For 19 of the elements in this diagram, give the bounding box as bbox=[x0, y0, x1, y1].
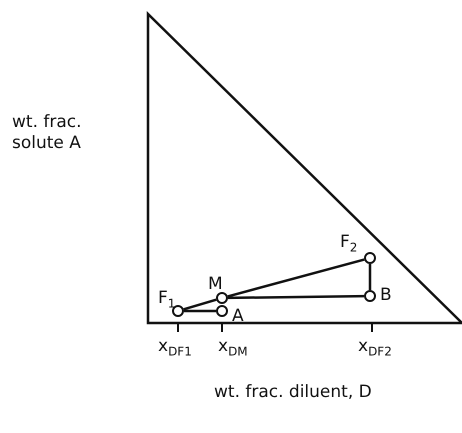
point-label: F$_{2}$ bbox=[340, 234, 358, 254]
tie-line bbox=[227, 258, 365, 298]
point-label: M bbox=[208, 276, 223, 293]
tick-label: x$_{DM}$ bbox=[218, 338, 248, 358]
tie-line bbox=[368, 264, 372, 290]
point-label: A bbox=[232, 308, 244, 325]
tie-line bbox=[228, 294, 364, 300]
point-marker bbox=[172, 305, 184, 317]
tick-label: x$_{DF1}$ bbox=[158, 338, 192, 358]
axis-title: wt. frac. diluent, D bbox=[214, 384, 372, 401]
axis-title: wt. frac. solute A bbox=[12, 112, 83, 154]
point-marker bbox=[364, 252, 376, 264]
tie-line bbox=[183, 298, 217, 310]
point-marker bbox=[364, 290, 376, 302]
point-marker bbox=[216, 305, 228, 317]
tick-label: x$_{DF2}$ bbox=[358, 338, 392, 358]
point-label: F$_{1}$ bbox=[158, 290, 176, 310]
point-marker bbox=[216, 292, 228, 304]
point-label: B bbox=[380, 287, 392, 304]
